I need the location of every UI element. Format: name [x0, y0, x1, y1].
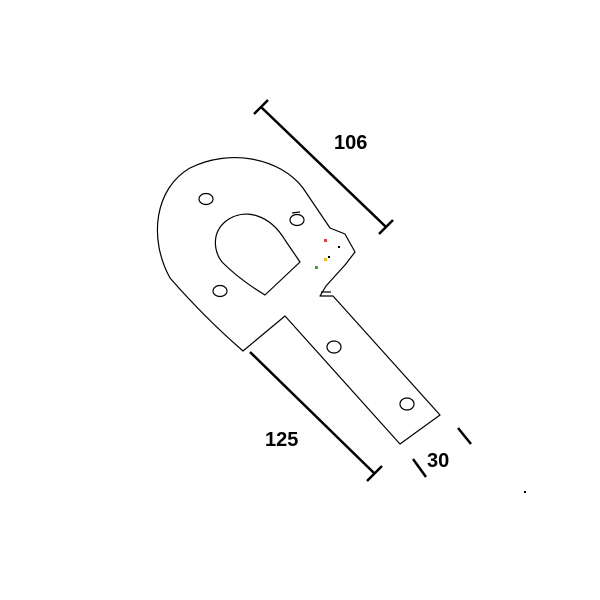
dimension-106-label: 106: [334, 132, 367, 154]
dimension-125-tick-end: [366, 465, 383, 482]
dimension-106-tick-end: [378, 219, 394, 235]
dimension-125-line: [249, 351, 376, 475]
dimension-106-line: [260, 106, 387, 228]
dimension-30-tick-left: [411, 458, 428, 478]
dimension-125-label: 125: [265, 429, 298, 451]
marker-yellow: [324, 258, 327, 261]
dimension-106: 106: [253, 99, 394, 235]
marker-green: [315, 266, 318, 269]
slot-cutout: [214, 213, 301, 296]
marker-dot-2: [328, 256, 330, 258]
dimension-106-tick-start: [253, 99, 269, 115]
hole-top-left: [198, 192, 214, 206]
hole-strap-mid: [326, 340, 342, 354]
marker-red: [324, 239, 327, 242]
hole-top-right-detail: [291, 211, 301, 214]
dimension-30: 30: [411, 427, 472, 478]
bracket-outline: [156, 157, 441, 445]
dimension-30-tick-right: [457, 427, 472, 445]
hole-strap-end: [399, 397, 415, 411]
hole-top-right: [289, 213, 305, 227]
dimension-125: 125: [249, 351, 383, 482]
marker-dot-1: [338, 246, 340, 248]
dimension-30-label: 30: [427, 450, 449, 472]
marker-dot-3: [524, 491, 526, 493]
hole-bottom-left: [212, 284, 228, 298]
